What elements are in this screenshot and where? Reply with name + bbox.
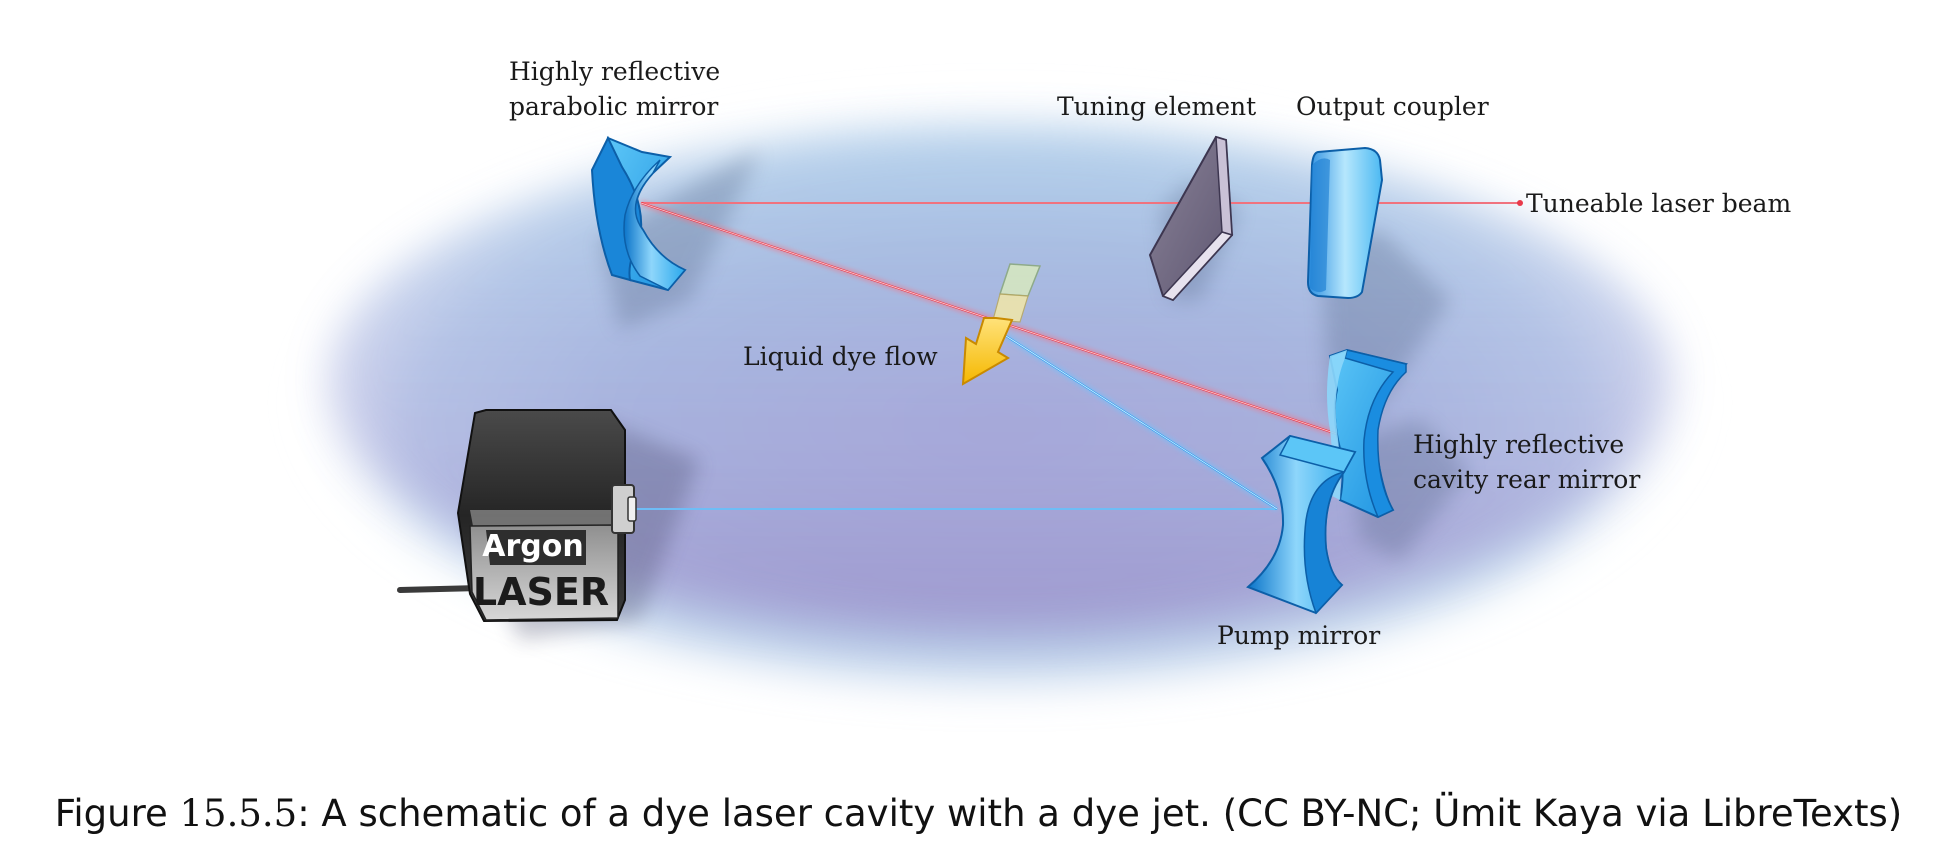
blue-pump-beams <box>632 333 1279 512</box>
label-output-coupler: Output coupler <box>1296 92 1489 121</box>
label-pump-mirror: Pump mirror <box>1217 621 1380 650</box>
figure-caption: Figure 15.5.5: A schematic of a dye lase… <box>0 792 1957 835</box>
caption-prefix: Figure <box>54 792 180 835</box>
label-liquid-dye-flow: Liquid dye flow <box>743 342 938 371</box>
label-tuning-element: Tuning element <box>1057 92 1256 121</box>
parabolic-mirror <box>590 135 687 292</box>
dye-flow-arrow <box>961 317 1014 386</box>
laser-label-argon: Argon <box>482 529 583 564</box>
label-parabolic-mirror-line1: Highly reflective <box>509 57 720 86</box>
output-coupler <box>1306 146 1384 300</box>
pump-mirror <box>1246 434 1357 615</box>
caption-text: : A schematic of a dye laser cavity with… <box>297 792 1903 835</box>
dye-jet <box>992 263 1042 323</box>
label-tuneable-laser-beam: Tuneable laser beam <box>1526 189 1791 218</box>
caption-number: 15.5.5 <box>179 792 298 835</box>
argon-laser: Argon LASER <box>397 409 637 623</box>
tuning-element <box>1148 135 1234 302</box>
label-rear-mirror-line2: cavity rear mirror <box>1413 465 1640 494</box>
diagram-labels: Highly reflective parabolic mirror Tunin… <box>509 57 1791 650</box>
laser-label-laser: LASER <box>473 570 609 614</box>
label-parabolic-mirror-line2: parabolic mirror <box>509 92 718 121</box>
label-rear-mirror-line1: Highly reflective <box>1413 430 1624 459</box>
